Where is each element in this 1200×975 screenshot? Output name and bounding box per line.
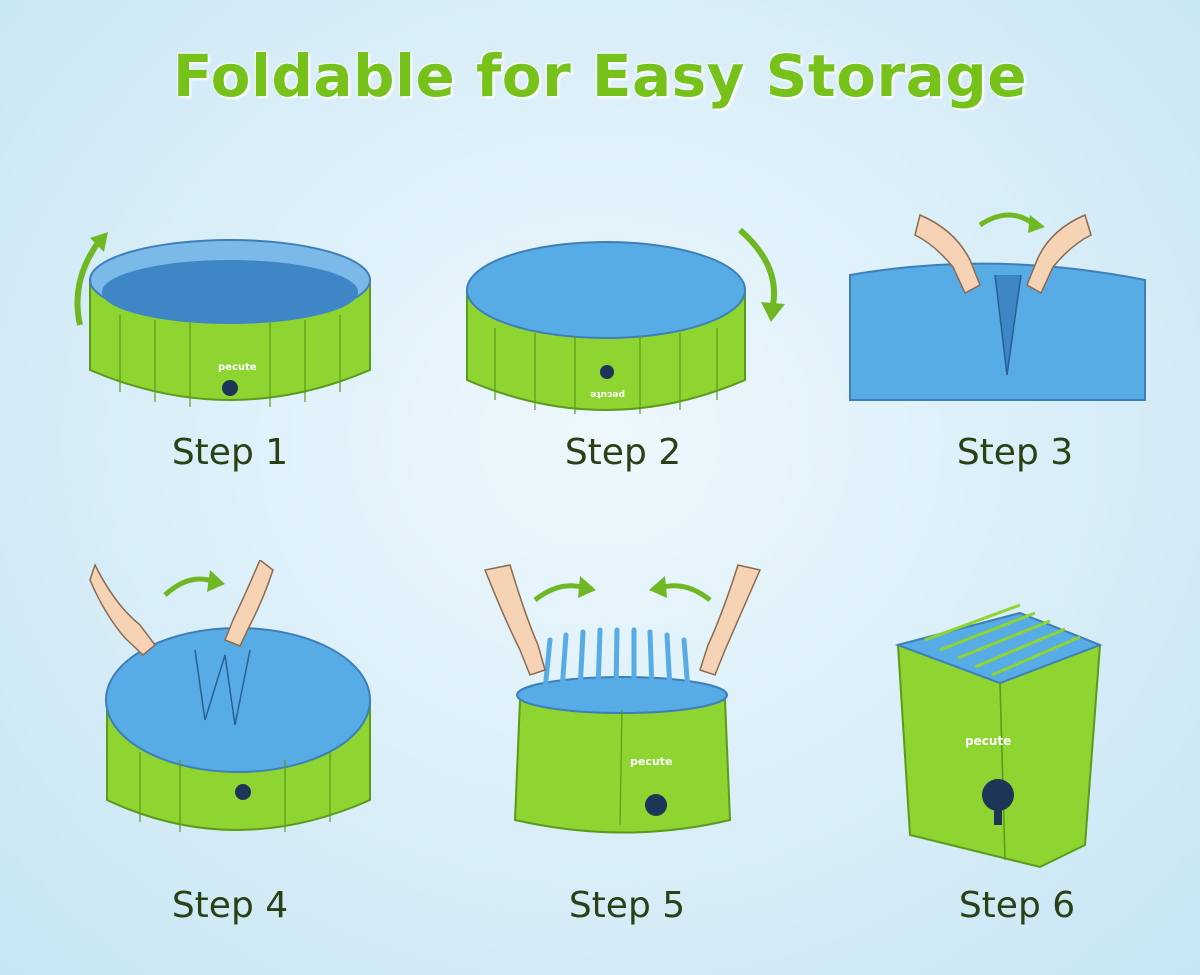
step-2-label: Step 2	[564, 432, 682, 473]
step-6-label: Step 6	[958, 885, 1076, 926]
covered-pool-icon: pecute	[466, 227, 785, 414]
brand-logo: pecute	[630, 755, 672, 768]
step-1-label: Step 1	[171, 432, 289, 473]
pinch-fold-icon	[849, 212, 1146, 401]
step-3-label: Step 3	[956, 432, 1074, 473]
brand-logo: pecute	[965, 734, 1011, 748]
brand-logo: pecute	[590, 389, 625, 399]
page-title: Foldable for Easy Storage	[172, 42, 1028, 110]
gather-walls-icon: pecute	[483, 564, 762, 834]
step-5-label: Step 5	[568, 885, 686, 926]
brand-logo: pecute	[218, 362, 257, 373]
step-4-label: Step 4	[171, 885, 289, 926]
fold-cover-icon	[89, 560, 371, 832]
open-pool-icon: pecute	[74, 232, 371, 407]
folded-pool-icon: pecute	[894, 603, 1103, 869]
